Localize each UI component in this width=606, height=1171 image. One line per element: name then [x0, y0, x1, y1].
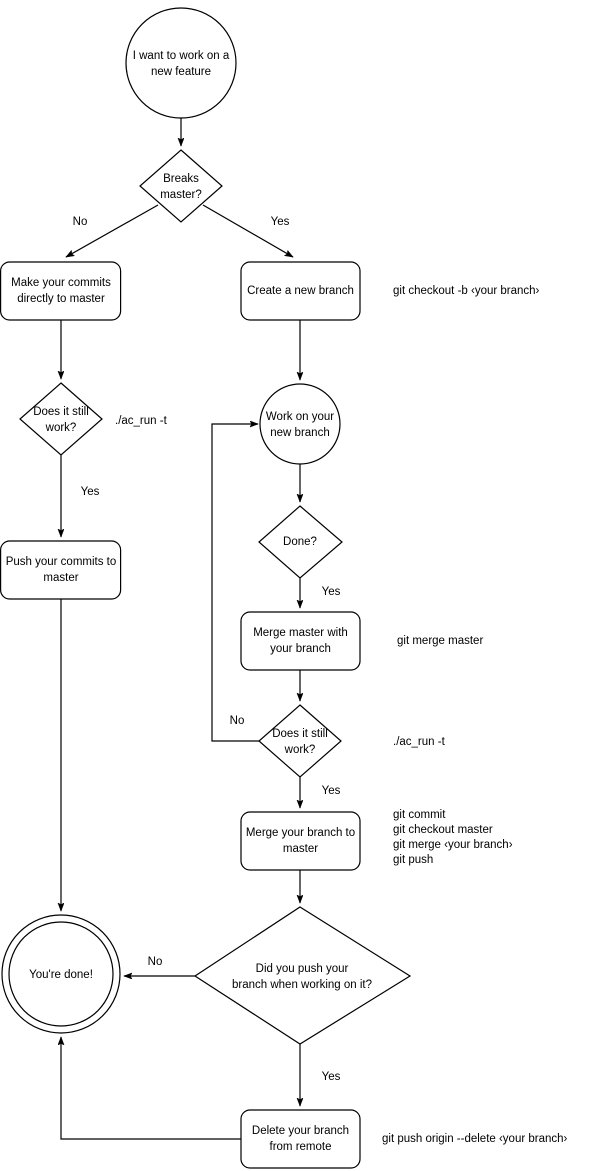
still-work-left-label-line2: work? [45, 422, 77, 434]
node-did-push[interactable]: Did you push your branch when working on… [193, 906, 412, 1045]
still-work-left-label-line1: Does it still [33, 406, 89, 418]
create-branch-label-line1: Create a new branch [247, 285, 354, 297]
work-branch-label-line2: new branch [270, 427, 329, 439]
node-merge-master[interactable]: Merge master with your branch [240, 611, 361, 671]
delete-branch-label-line1: Delete your branch [252, 1125, 349, 1137]
edge-label-left-still-work-yes: Yes [81, 486, 100, 498]
merge-master-rect-shape [240, 611, 361, 671]
still-work-left-diamond-shape [19, 382, 103, 456]
annotation-ac-run-left: ./ac_run -t [115, 415, 168, 427]
work-branch-circle-shape [259, 383, 341, 465]
commit-direct-rect-shape [0, 261, 122, 321]
breaks-master-diamond-shape [139, 149, 223, 223]
node-commit-direct[interactable]: Make your commits directly to master [0, 261, 122, 321]
did-push-diamond-shape [193, 906, 412, 1045]
node-merge-branch[interactable]: Merge your branch to master [240, 811, 361, 871]
still-work-right-diamond-shape [258, 704, 342, 778]
start-label-line2: new feature [151, 66, 211, 78]
edge-label-breaks-yes: Yes [271, 216, 290, 228]
create-branch-rect-shape [240, 261, 361, 321]
breaks-master-label-line1: Breaks [163, 173, 199, 185]
node-done-question[interactable]: Done? [258, 505, 343, 579]
still-work-right-label-line1: Does it still [272, 728, 328, 740]
node-start[interactable]: I want to work on a new feature [125, 7, 237, 119]
did-push-label-line2: branch when working on it? [232, 979, 372, 991]
edge-breaks-to-commit-direct [66, 204, 159, 258]
annotation-git-merge-master: git merge master [397, 635, 483, 647]
breaks-master-label-line2: master? [160, 189, 202, 201]
node-end[interactable]: You're done! [1, 914, 121, 1034]
edge-label-done-yes: Yes [322, 586, 341, 598]
did-push-label-line1: Did you push your [256, 963, 349, 975]
annotation-merge-cmds-line3: git merge ‹your branch› [393, 839, 513, 851]
merge-master-label-line1: Merge master with [253, 627, 348, 639]
node-create-branch[interactable]: Create a new branch [240, 261, 361, 321]
delete-branch-label-line2: from remote [270, 1141, 332, 1153]
annotation-merge-cmds-line1: git commit [393, 809, 446, 821]
edge-label-right-still-work-yes: Yes [322, 785, 341, 797]
end-inner-circle-shape [8, 921, 114, 1027]
node-still-work-left[interactable]: Does it still work? [19, 382, 103, 456]
start-circle-shape [125, 7, 237, 119]
edge-label-right-still-work-no: No [230, 715, 245, 727]
edge-label-did-push-yes: Yes [322, 1071, 341, 1083]
done-question-diamond-shape [258, 505, 343, 579]
node-delete-branch[interactable]: Delete your branch from remote [240, 1109, 361, 1169]
edge-label-did-push-no: No [148, 956, 163, 968]
annotation-delete-cmd: git push origin --delete ‹your branch› [382, 1133, 568, 1145]
push-commits-label-line2: master [43, 572, 78, 584]
node-still-work-right[interactable]: Does it still work? [258, 704, 342, 778]
end-label: You're done! [29, 969, 93, 981]
annotation-ac-run-right: ./ac_run -t [393, 736, 446, 748]
delete-branch-rect-shape [240, 1109, 361, 1169]
node-work-branch[interactable]: Work on your new branch [259, 383, 341, 465]
edge-still-work-right-no-loopback [211, 424, 259, 742]
annotations-group: git checkout -b ‹your branch› ./ac_run -… [115, 285, 568, 1145]
annotation-merge-cmds-line4: git push [393, 854, 433, 866]
start-label-line1: I want to work on a [133, 50, 230, 62]
annotation-git-checkout: git checkout -b ‹your branch› [393, 285, 540, 297]
work-branch-label-line1: Work on your [266, 411, 334, 423]
edge-breaks-to-create-branch [202, 204, 293, 258]
node-push-commits[interactable]: Push your commits to master [0, 540, 122, 600]
commit-direct-label-line2: directly to master [17, 293, 105, 305]
edge-delete-to-end-loopback [61, 1037, 241, 1140]
annotation-merge-cmds-line2: git checkout master [393, 824, 493, 836]
push-commits-rect-shape [0, 540, 122, 600]
node-breaks-master[interactable]: Breaks master? [139, 149, 223, 223]
merge-master-label-line2: your branch [270, 643, 331, 655]
edges-group [61, 118, 300, 1140]
still-work-right-label-line2: work? [284, 744, 316, 756]
edge-label-breaks-no: No [73, 216, 88, 228]
merge-branch-label-line1: Merge your branch to [246, 827, 355, 839]
done-question-label: Done? [283, 536, 317, 548]
merge-branch-label-line2: master [283, 843, 318, 855]
commit-direct-label-line1: Make your commits [11, 277, 111, 289]
push-commits-label-line1: Push your commits to [6, 556, 117, 568]
edge-labels-group: No Yes Yes Yes No Yes No Yes [73, 216, 341, 1083]
merge-branch-rect-shape [240, 811, 361, 871]
